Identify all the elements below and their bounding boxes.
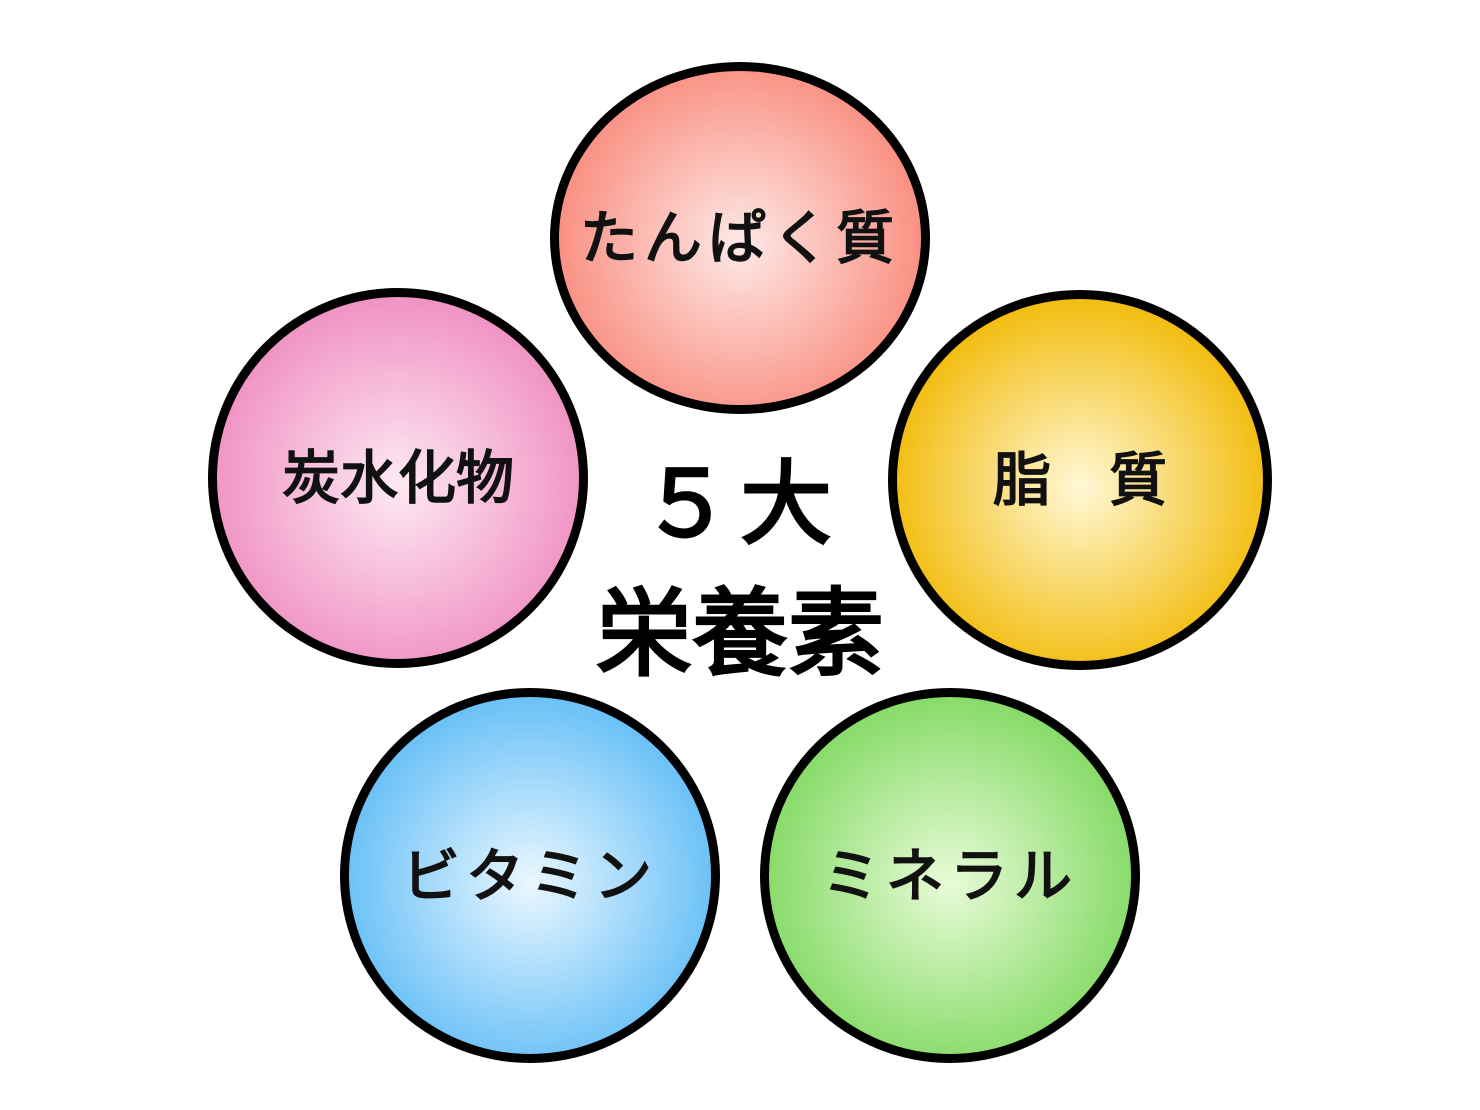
- nutrient-circle-carbohydrate: 炭水化物: [208, 288, 588, 668]
- nutrient-label-vitamin: ビタミン: [401, 841, 658, 910]
- nutrient-label-carbohydrate: 炭水化物: [281, 444, 514, 512]
- nutrient-label-fat: 脂 質: [992, 446, 1167, 514]
- nutrient-circle-fat: 脂 質: [888, 290, 1272, 670]
- nutrient-label-protein: たんぱく質: [579, 204, 900, 272]
- nutrient-circle-vitamin: ビタミン: [340, 688, 720, 1063]
- center-title-line2: 栄養素: [596, 577, 884, 690]
- center-title-line1: ５大: [639, 450, 840, 558]
- center-title: ５大 栄養素: [570, 458, 910, 682]
- nutrient-circle-protein: たんぱく質: [550, 62, 930, 414]
- nutrient-circle-mineral: ミネラル: [760, 688, 1140, 1063]
- nutrient-label-mineral: ミネラル: [821, 841, 1078, 910]
